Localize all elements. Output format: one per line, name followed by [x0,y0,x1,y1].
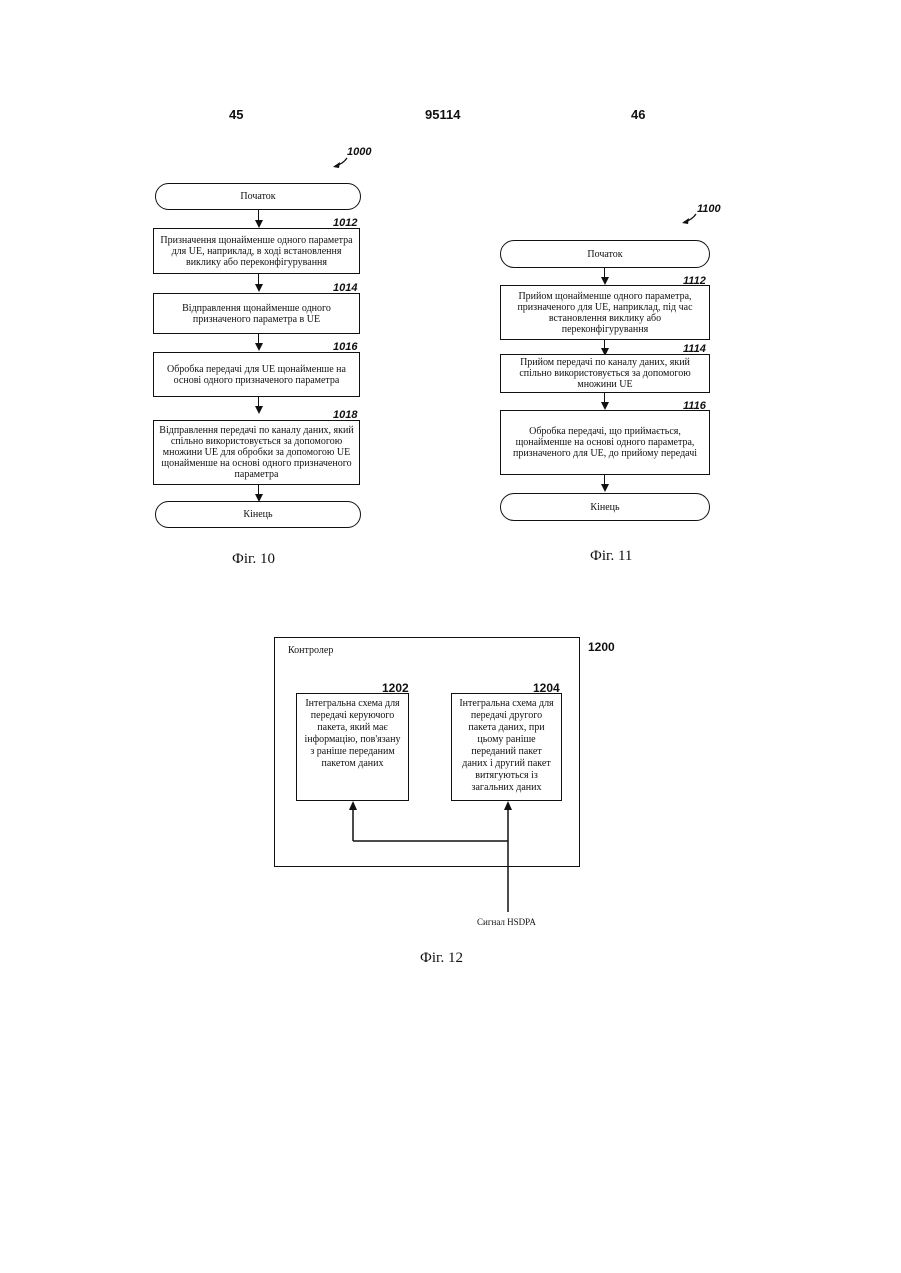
fig12-caption: Фіг. 12 [420,950,463,967]
block1202-input-arrow [349,801,357,810]
hsdpa-signal-label: Сигнал HSDPA [477,917,536,927]
block1204-input-arrow [504,801,512,810]
